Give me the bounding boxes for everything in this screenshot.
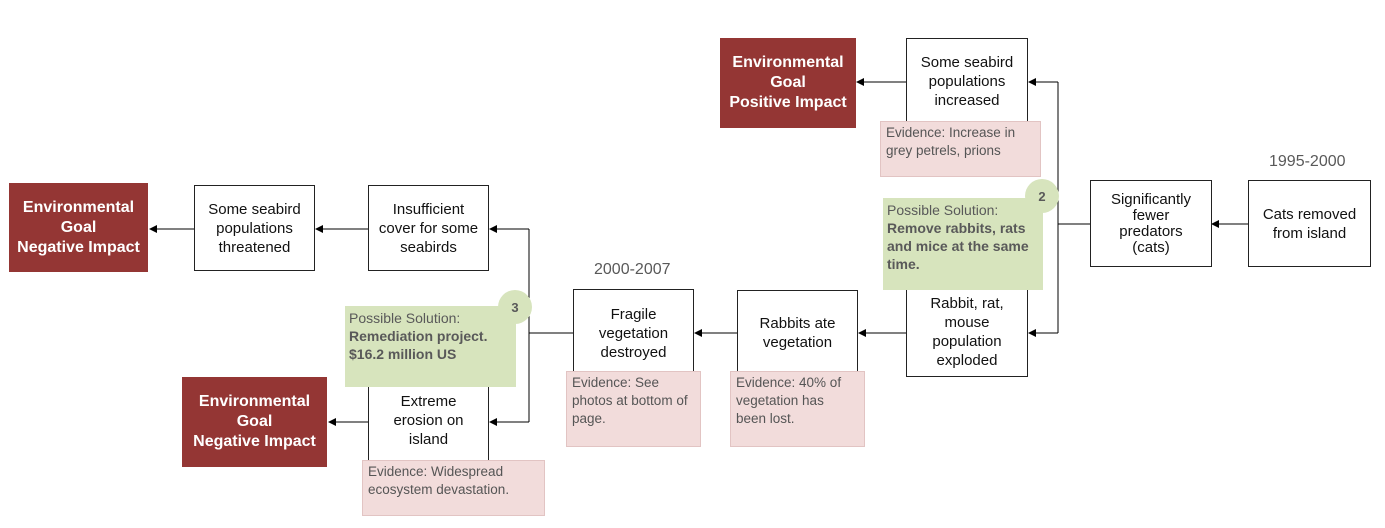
population-exploded-box: Rabbit, rat, mouse population exploded [906, 289, 1028, 377]
cats-removed-box: Cats removed from island [1248, 180, 1371, 267]
fewer-predators-box: Significantly fewer predators (cats) [1090, 180, 1212, 267]
population-exploded-text: Rabbit, rat, mouse population exploded [930, 295, 1004, 369]
seabird-increased-text: Some seabird populations increased [920, 53, 1014, 109]
seabird-increased-box: Some seabird populations increased [906, 38, 1028, 124]
fragile-vegetation-text: Fragile vegetation destroyed [598, 306, 669, 361]
fragile-vegetation-box: Fragile vegetation destroyed [573, 289, 694, 377]
evidence-vegetation-lost: Evidence: 40% of vegetation has been los… [730, 371, 865, 447]
solution-number-2-badge: 2 [1025, 179, 1059, 213]
fewer-predators-text: Significantly fewer predators (cats) [1110, 190, 1192, 256]
insufficient-cover-text: Insufficient cover for some seabirds [378, 200, 479, 256]
evidence-photos: Evidence: See photos at bottom of page. [566, 371, 701, 447]
possible-solution-3-label: Possible Solution: [349, 310, 461, 326]
insufficient-cover-box: Insufficient cover for some seabirds [368, 185, 489, 271]
possible-solution-2: Possible Solution: Remove rabbits, rats … [883, 198, 1043, 290]
evidence-photos-text: Evidence: See photos at bottom of page. [572, 375, 688, 426]
evidence-seabird-increase: Evidence: Increase in grey petrels, prio… [880, 121, 1041, 177]
negative-impact-goal-top-text: Environmental Goal Negative Impact [17, 198, 140, 256]
positive-impact-goal: Environmental Goal Positive Impact [720, 38, 856, 128]
evidence-devastation: Evidence: Widespread ecosystem devastati… [362, 460, 545, 516]
negative-impact-goal-bottom: Environmental Goal Negative Impact [182, 377, 327, 467]
period-label-2000-2007: 2000-2007 [594, 261, 671, 278]
possible-solution-3-text: Remediation project. $16.2 million US [349, 328, 488, 362]
possible-solution-3: Possible Solution: Remediation project. … [345, 306, 516, 387]
cats-removed-text: Cats removed from island [1262, 205, 1357, 242]
seabird-threatened-box: Some seabird populations threatened [194, 185, 315, 271]
period-label-1995-2000: 1995-2000 [1269, 153, 1346, 170]
possible-solution-2-text: Remove rabbits, rats and mice at the sam… [887, 220, 1029, 272]
possible-solution-2-label: Possible Solution: [887, 202, 999, 218]
evidence-devastation-text: Evidence: Widespread ecosystem devastati… [368, 464, 510, 497]
erosion-text: Extreme erosion on island [393, 393, 464, 448]
solution-number-3-badge: 3 [498, 290, 532, 324]
evidence-seabird-increase-text: Evidence: Increase in grey petrels, prio… [886, 125, 1016, 158]
seabird-threatened-text: Some seabird populations threatened [208, 200, 301, 256]
rabbits-ate-text: Rabbits ate vegetation [759, 315, 836, 351]
negative-impact-goal-bottom-text: Environmental Goal Negative Impact [193, 393, 316, 450]
positive-impact-goal-text: Environmental Goal Positive Impact [729, 54, 847, 111]
negative-impact-goal-top: Environmental Goal Negative Impact [9, 183, 148, 272]
evidence-vegetation-lost-text: Evidence: 40% of vegetation has been los… [736, 375, 842, 426]
erosion-box: Extreme erosion on island [368, 380, 489, 466]
rabbits-ate-box: Rabbits ate vegetation [737, 290, 858, 377]
